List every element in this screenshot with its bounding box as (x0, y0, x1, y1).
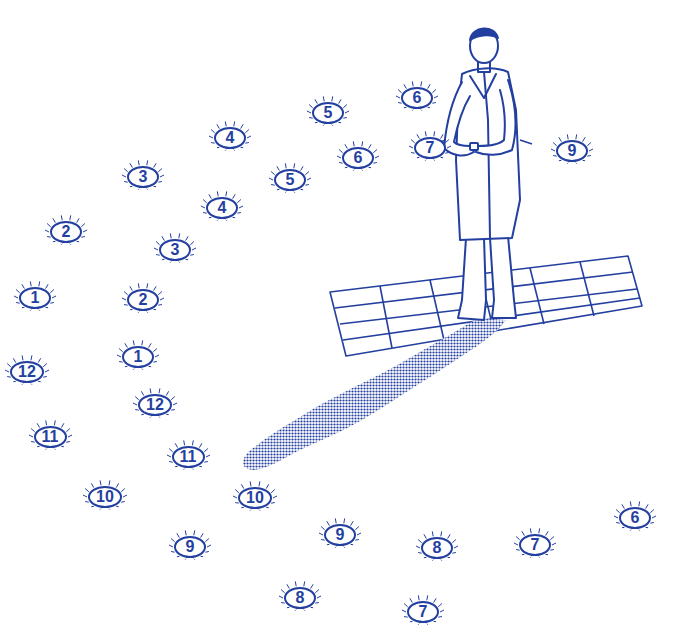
hour-number: 5 (324, 105, 333, 121)
hour-marker: 3 (124, 164, 162, 190)
hour-number: 9 (186, 539, 195, 555)
hour-number: 3 (171, 242, 180, 258)
hour-number: 6 (354, 150, 363, 166)
hour-number: 7 (426, 140, 435, 156)
hour-marker: 7 (411, 135, 449, 161)
hour-marker: 12 (7, 359, 47, 385)
hour-marker: 1 (119, 344, 157, 370)
hour-number: 3 (139, 169, 148, 185)
hour-marker: 11 (31, 424, 70, 450)
hour-number: 8 (433, 540, 442, 556)
hour-number: 10 (96, 489, 114, 505)
hour-marker: 6 (616, 505, 654, 531)
hour-number: 7 (419, 604, 428, 620)
hour-number: 2 (62, 224, 71, 240)
hour-number: 6 (413, 90, 422, 106)
hour-number: 5 (286, 172, 295, 188)
hour-number: 4 (218, 200, 227, 216)
hour-marker: 4 (211, 125, 249, 151)
hour-marker: 8 (281, 585, 319, 611)
hour-marker: 9 (553, 138, 591, 164)
hour-marker: 2 (124, 287, 162, 313)
hour-number: 11 (180, 449, 197, 465)
hour-marker: 8 (418, 535, 456, 561)
hour-number: 2 (139, 292, 148, 308)
hour-number: 10 (246, 490, 264, 506)
hour-marker: 6 (398, 85, 436, 111)
hour-number: 4 (226, 130, 235, 146)
hour-number: 6 (631, 510, 640, 526)
hour-marker: 12 (135, 392, 175, 418)
hour-number: 1 (134, 349, 143, 365)
hour-marker: 3 (156, 237, 194, 263)
hour-marker: 5 (309, 100, 347, 126)
hour-number: 9 (336, 527, 345, 543)
hour-marker: 7 (516, 532, 554, 558)
hour-marker: 4 (203, 195, 241, 221)
hour-marker: 10 (235, 485, 275, 511)
hour-number: 11 (42, 429, 59, 445)
hour-number: 1 (31, 290, 40, 306)
hour-number: 12 (146, 397, 164, 413)
hour-marker: 10 (85, 484, 125, 510)
hour-marker: 9 (321, 522, 359, 548)
hour-number: 8 (296, 590, 305, 606)
hour-marker: 2 (47, 219, 85, 245)
hour-marker: 9 (171, 534, 209, 560)
hour-number: 9 (568, 143, 577, 159)
hour-number: 12 (18, 364, 36, 380)
hour-marker: 6 (339, 145, 377, 171)
hour-marker: 11 (169, 444, 208, 470)
hour-marker: 1 (16, 285, 54, 311)
hour-marker: 5 (271, 167, 309, 193)
hour-number: 7 (531, 537, 540, 553)
hour-marker: 7 (404, 599, 442, 625)
